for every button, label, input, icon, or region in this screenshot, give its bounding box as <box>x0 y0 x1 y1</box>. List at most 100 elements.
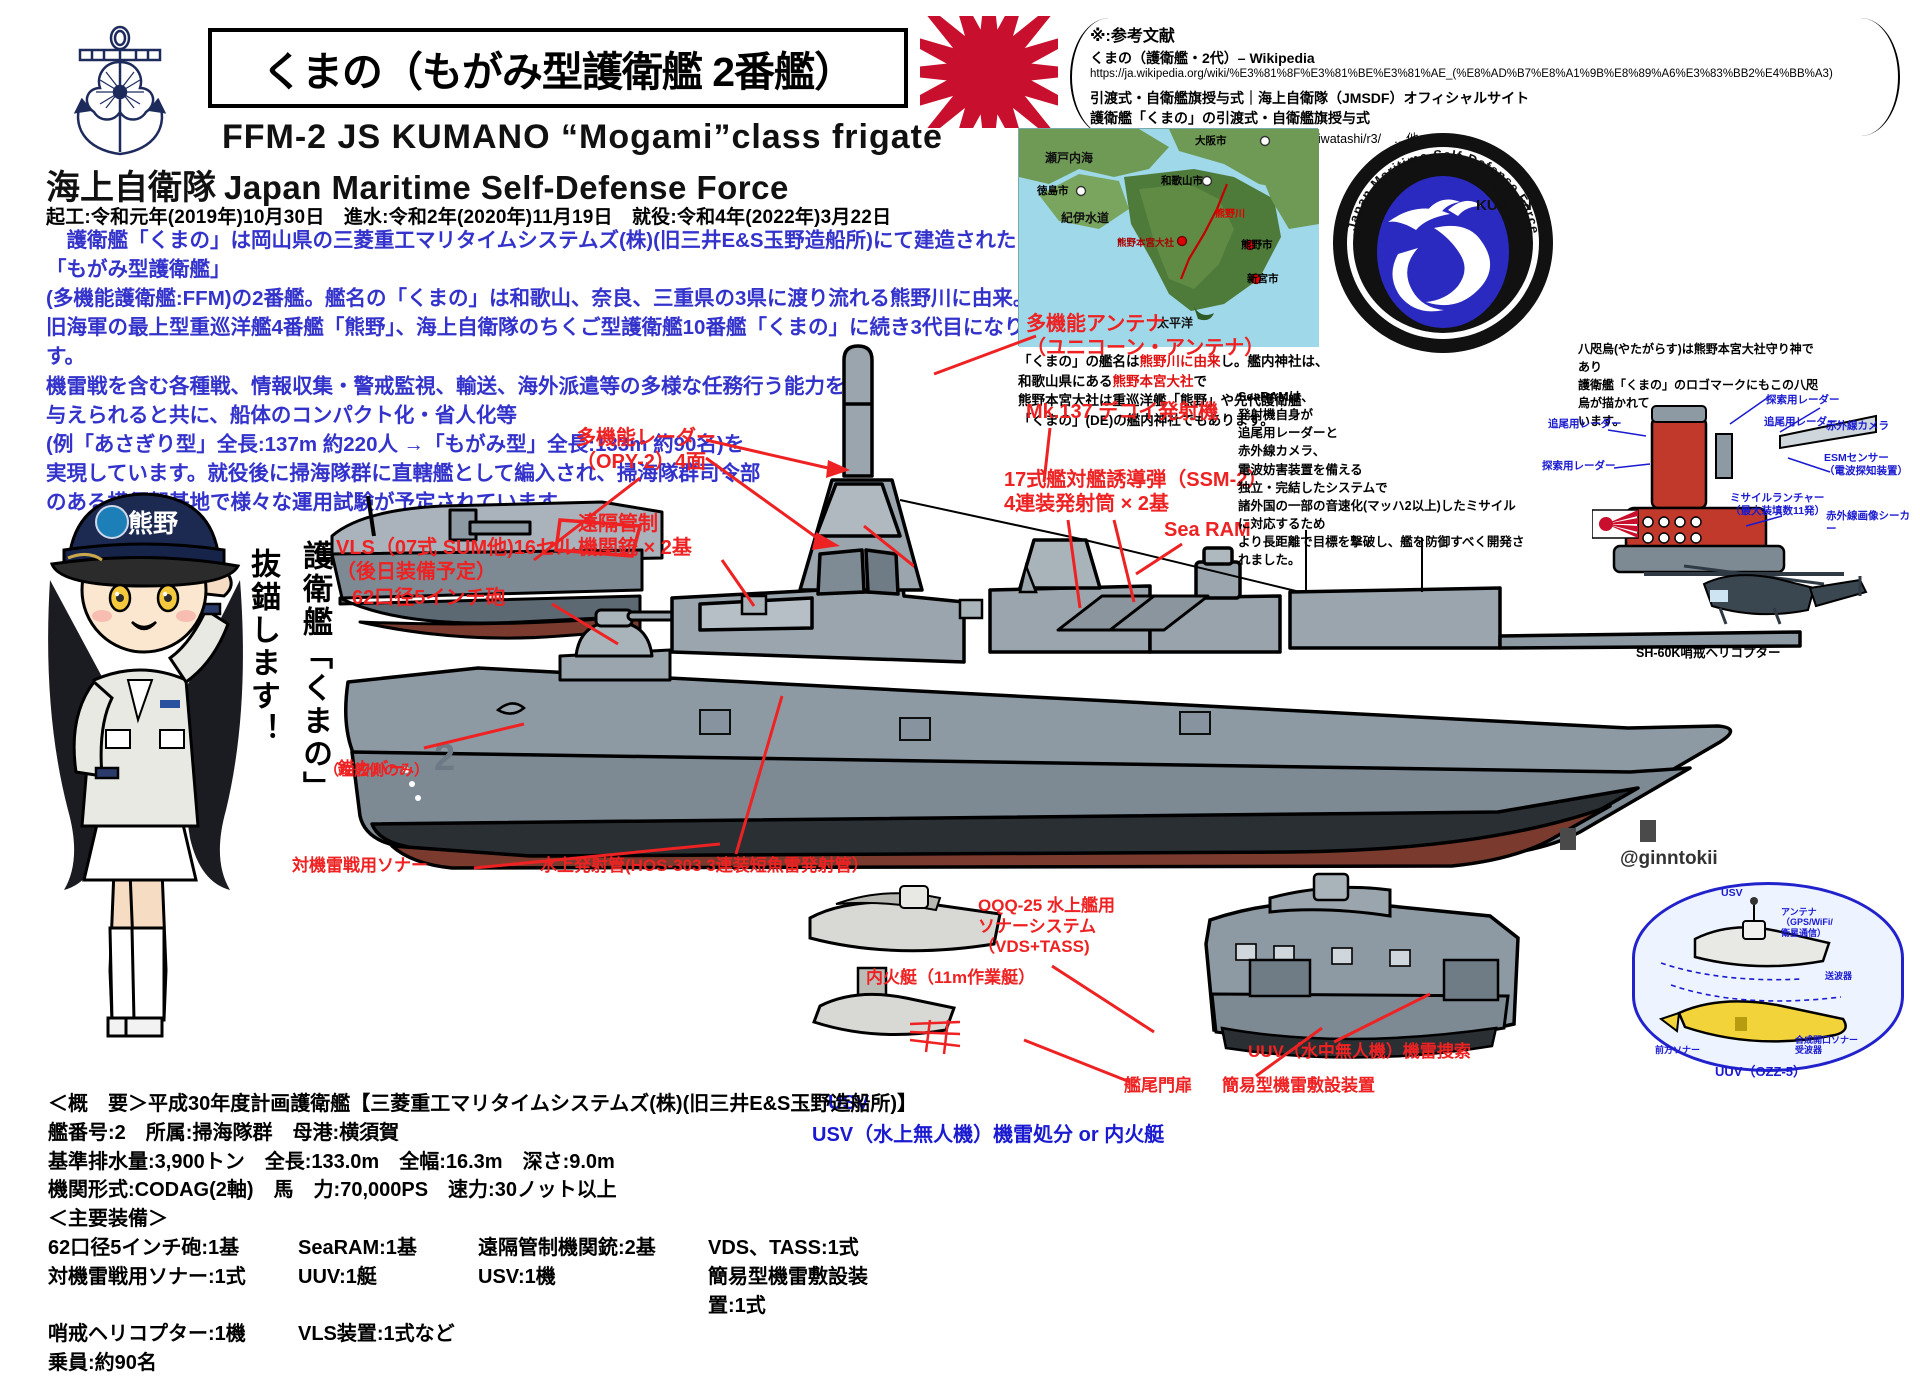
rising-sun-flag-icon <box>920 16 1058 128</box>
map-caption-3: 和歌山県にある <box>1018 373 1113 389</box>
map-city-kumano: 熊野市 <box>1241 239 1273 251</box>
spec-equipment-label: ＜主要装備＞ <box>48 1208 168 1231</box>
leader-gun <box>551 602 619 646</box>
reference-url-1[interactable]: https://ja.wikipedia.org/wiki/%E3%81%8F%… <box>1090 68 1833 80</box>
leader-vls <box>533 476 641 562</box>
callout-search-radar: 追尾用レーダー <box>1548 418 1622 430</box>
leader-anchor-cover <box>423 722 525 750</box>
references-heading: ※:参考文献 <box>1090 28 1175 45</box>
cap-kanji: 熊野 <box>128 509 178 538</box>
leader-mk137 <box>1042 427 1052 483</box>
searam-diagram <box>1607 395 1877 574</box>
force-name-jp: 海上自衛隊 <box>46 169 216 207</box>
leader-oqq25 <box>1051 964 1155 1034</box>
spec-hull-number: 艦番号:2 所属:掃海隊群 母港:横須賀 <box>48 1121 400 1144</box>
map-label-setonaikai: 瀬戸内海 <box>1045 151 1094 165</box>
leader-rws <box>720 524 914 607</box>
leader-mine-layer <box>1255 1026 1323 1078</box>
mascot-character: 熊野 <box>48 492 243 1038</box>
leader-stern-gate <box>1023 1038 1131 1084</box>
reference-line-3: 護衛艦「くまの」の引渡式・自衛艦旗授与式 <box>1090 109 1370 126</box>
label-vls: VLS（07式 SUM他)16セル （後日装備予定） <box>336 537 577 584</box>
spec-overview-value: 平成30年度計画護衛艦【三菱重工マリタイムシステムズ(株)(旧三井E&S玉野造船… <box>148 1093 918 1115</box>
logo-js: JS <box>1488 179 1506 196</box>
map-river-label: 熊野川 <box>1215 209 1245 220</box>
map-caption-5: 熊野本宮大社は重巡洋艦「熊野」や先代護衛艦 <box>1018 393 1302 409</box>
emblem-caption-1: 八咫烏(やたがらす)は熊野本宮大社守り神であり <box>1578 342 1814 374</box>
label-remote-weapon-station: 遠隔管制 機関銃 × 2基 <box>578 513 692 560</box>
page-title-box: くまの（もがみ型護衛艦 2番艦） <box>208 28 908 108</box>
callout-tracking-radar-2: 追尾用レーダー <box>1764 416 1838 428</box>
callout-search-radar-2: 探索用レーダー <box>1766 394 1840 406</box>
callout-missile-launcher: ミサイルランチャー（最大装填数11発） <box>1730 492 1826 517</box>
leader-mcm-sonar <box>473 842 721 870</box>
description-line-6: (例「あさぎり型」全長:137m 約220人 →「もがみ型」全長:133m 約9… <box>46 432 745 456</box>
map-label-kii-suido: 紀伊水道 <box>1061 211 1110 225</box>
label-oqq25: OQQ-25 水上艦用 ソナーシステム （VDS+TASS) <box>978 896 1115 957</box>
label-multifunction-radar: 多機能レーダー （OPY-2）4面 <box>576 427 716 474</box>
label-anchor-cover: 錨カバー <box>328 738 405 779</box>
label-anchor-cover-sub: （左舷側のみ） <box>324 762 430 779</box>
label-mk137: Mk.137 デコイ発射機 <box>1026 401 1219 423</box>
label-multifunction-antenna: 多機能アンテナ （ユニコーン・アンテナ） <box>1026 313 1265 360</box>
equip-0-3: VDS、TASS:1式 <box>708 1236 859 1259</box>
equip-2-0: 哨戒ヘリコプター:1機 <box>48 1323 246 1346</box>
uuv-box-usv-label: USV <box>1721 887 1743 899</box>
equip-2-1: VLS装置:1式など <box>298 1323 455 1346</box>
stern-flag-icon <box>1592 509 1639 539</box>
searam-text: SeaRAMは、発射機自身が追尾用レーダーと 赤外線カメラ、電波妨害装置を備える… <box>1238 390 1525 568</box>
uuv-box-transmitter-label: 送波器 <box>1825 971 1853 981</box>
references-panel: ※:参考文献 くまの（護衛艦・2代）– Wikipedia https://ja… <box>1070 18 1900 146</box>
map-label-pacific: 太平洋 <box>1157 316 1194 330</box>
emblem-caption-2: 護衛艦「くまの」のロゴマークにもこの八咫烏が描かれて <box>1578 378 1819 410</box>
callout-infrared-camera: 赤外線カメラ <box>1826 420 1889 432</box>
label-usv: USV <box>828 1092 870 1114</box>
spec-crew: 乗員:約90名 <box>48 1352 157 1375</box>
slogan-vertical-2: 抜錨します！ <box>246 548 279 746</box>
jmsdf-anchor-icon <box>60 22 180 162</box>
reference-line-2: 引渡式・自衛艦旗授与式｜海上自衛隊（JMSDF）オフィシャルサイト <box>1090 89 1530 106</box>
force-name-line: 海上自衛隊 Japan Maritime Self-Defense Force <box>46 160 789 209</box>
equip-1-0: 対機雷戦用ソナー:1式 <box>48 1265 246 1288</box>
uuv-box-side-sonar-label: 合成開口ソナー受波器 <box>1795 1035 1859 1056</box>
label-torpedo-tubes: 水上発射管(HOS-303 3連装短魚雷発射管） <box>540 856 869 875</box>
map-caption-red: 熊野川に由来 <box>1139 354 1221 369</box>
map-city-shingu: 新宮市 <box>1247 273 1279 285</box>
equip-1-1: UUV:1艇 <box>298 1265 377 1288</box>
equip-2-2 <box>478 1320 708 1349</box>
description-line-3: 旧海軍の最上型重巡洋艦4番艦「熊野」、海上自衛隊のちくご型護衛艦10番艦「くまの… <box>46 316 1045 369</box>
description-line-2: (多機能護衛艦:FFM)の2番艦。艦名の「くまの」は和歌山、奈良、三重県の3県に… <box>46 287 1034 311</box>
uuv-box-fore-sonar-label: 前方ソナー <box>1655 1045 1701 1055</box>
specifications-block: ＜概 要＞平成30年度計画護衛艦【三菱重工マリタイムシステムズ(株)(旧三井E&… <box>48 1090 917 1378</box>
description-line-4: 機雷戦を含む各種戦、情報収集・警戒監視、輸送、海外派遣等の多様な任務行う能力を <box>46 374 846 398</box>
label-mine-layer: 簡易型機雷敷設装置 <box>1222 1076 1375 1095</box>
label-5inch-gun: 62口径5インチ砲 <box>352 587 506 609</box>
spec-overview-label: ＜概 要＞ <box>48 1093 148 1115</box>
description-line-5: 与えられると共に、船体のコンパクト化・省人化等 <box>46 403 517 427</box>
equip-0-2: 遠隔管制機関銃:2基 <box>478 1236 656 1259</box>
equip-0-0: 62口径5インチ砲:1基 <box>48 1236 240 1259</box>
leader-searam <box>1135 542 1183 576</box>
map-caption: 「くまの」の艦名は熊野川に由来し。艦内神社は、 和歌山県にある熊野本宮大社で 熊… <box>1018 352 1329 430</box>
map-caption-red2: 熊野本宮大社 <box>1112 373 1194 389</box>
callout-tracking-radar: 探索用レーダー <box>1542 460 1616 472</box>
equip-0-1: SeaRAM:1基 <box>298 1236 417 1259</box>
emblem-caption: 八咫烏(やたがらす)は熊野本宮大社守り神であり 護衛艦「くまの」のロゴマークにも… <box>1578 340 1818 430</box>
label-ssm2: 17式艦対艦誘導弾（SSM-2） 4連装発射筒 × 2基 <box>1004 469 1268 516</box>
label-usv-full: USV（水上無人機）機雷処分 or 内火艇 <box>812 1124 1165 1146</box>
slogan-vertical: 護衛艦「くまの」 <box>298 540 331 804</box>
emblem-caption-3: います。 <box>1578 414 1625 428</box>
description-line-1: 護衛艦「くまの」は岡山県の三菱重工マリタイムシステムズ(株)(旧三井E&S玉野造… <box>46 229 1017 282</box>
subtitle-english: FFM-2 JS KUMANO “Mogami”class frigate <box>222 118 943 156</box>
equipment-grid: 62口径5インチ砲:1基 SeaRAM:1基 遠隔管制機関銃:2基 VDS、TA… <box>48 1234 878 1349</box>
label-anchor-cover-main: 錨カバー <box>337 758 406 778</box>
spec-propulsion: 機関形式:CODAG(2軸) 馬 力:70,000PS 速力:30ノット以上 <box>48 1179 617 1202</box>
map-caption-6: 「くまの」(DE)の艦内神社でもあります。 <box>1018 412 1274 428</box>
logo-kumano: KUMANO <box>1476 197 1544 214</box>
label-naikatei: 内火艇（11m作業艇） <box>866 968 1036 987</box>
map-caption-2: し。艦内神社は、 <box>1220 354 1329 369</box>
map-caption-1: 「くまの」の艦名は <box>1018 354 1140 369</box>
label-uuv: UUV（水中無人機）機雷捜索 <box>1248 1042 1471 1061</box>
callout-esm-sensor: ESMセンサー（電波探知装置） <box>1824 452 1908 477</box>
sh60k-helicopter-icon <box>1644 564 1868 625</box>
